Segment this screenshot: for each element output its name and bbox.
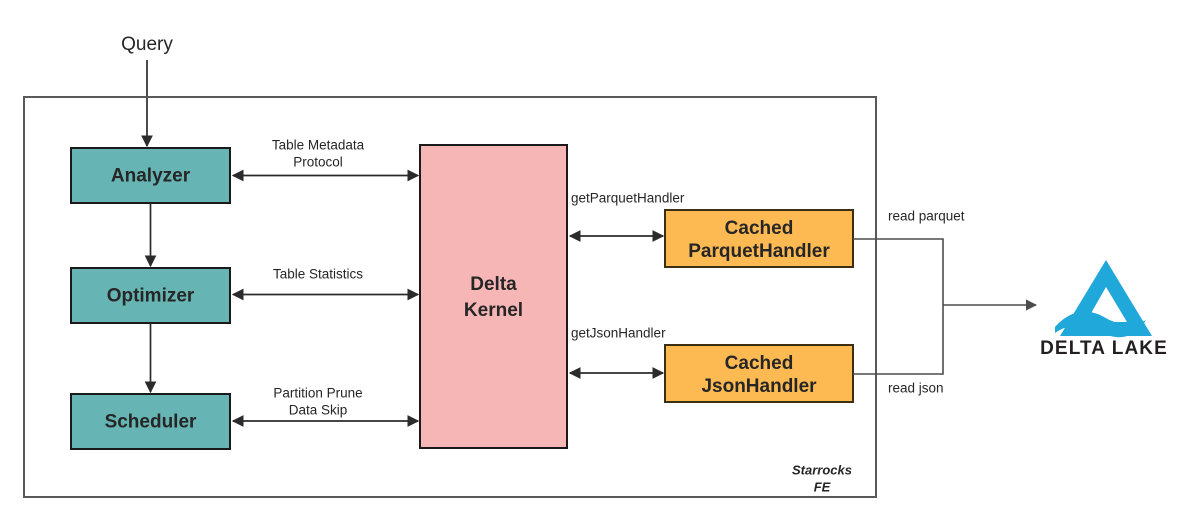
delta-lake-logo: DELTA LAKE — [1040, 260, 1168, 359]
node-optimizer[interactable] — [70, 267, 231, 324]
query-label: Query — [121, 34, 173, 55]
container-label-line2: FE — [814, 479, 831, 494]
node-cached-parquet-handler[interactable] — [664, 209, 854, 268]
node-cached-parquet-handler-label-line2: ParquetHandler — [688, 241, 830, 262]
get-json-handler-label: getJsonHandler — [571, 326, 666, 341]
analyzer-kernel-label-line2: Protocol — [293, 155, 343, 170]
handlers-merge-bracket — [853, 238, 944, 375]
node-delta-kernel-label-line1: Delta — [470, 274, 517, 295]
node-analyzer-label: Analyzer — [111, 166, 191, 187]
get-parquet-handler-label: getParquetHandler — [571, 191, 685, 206]
read-json-label: read json — [888, 381, 944, 396]
node-delta-kernel-label-line2: Kernel — [464, 300, 523, 321]
node-scheduler-label: Scheduler — [105, 412, 197, 433]
starrocks-fe-container — [23, 96, 877, 498]
node-analyzer[interactable] — [70, 147, 231, 204]
delta-wave-icon — [1055, 311, 1146, 338]
scheduler-kernel-label-line1: Partition Prune — [273, 386, 362, 401]
node-cached-json-handler-label-line2: JsonHandler — [701, 376, 817, 397]
node-cached-parquet-handler-label-line1: Cached — [725, 218, 794, 239]
optimizer-kernel-label: Table Statistics — [273, 267, 363, 282]
scheduler-kernel-label-line2: Data Skip — [289, 403, 348, 418]
read-parquet-label: read parquet — [888, 209, 965, 224]
node-cached-json-handler-label-line1: Cached — [725, 353, 794, 374]
container-label-line1: Starrocks — [792, 462, 852, 477]
node-delta-kernel[interactable] — [419, 144, 568, 449]
node-optimizer-label: Optimizer — [107, 286, 195, 307]
analyzer-kernel-label-line1: Table Metadata — [272, 138, 365, 153]
node-cached-json-handler[interactable] — [664, 344, 854, 403]
delta-lake-wordmark: DELTA LAKE — [1040, 338, 1168, 359]
node-scheduler[interactable] — [70, 393, 231, 450]
